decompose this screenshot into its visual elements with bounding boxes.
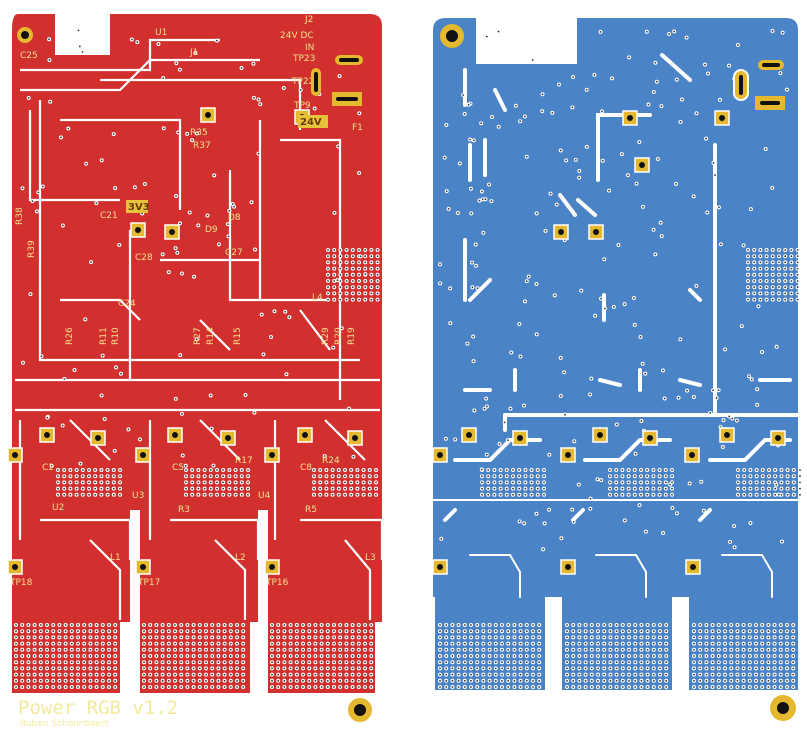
silk-label-u3: U3 <box>132 491 144 501</box>
silk-label-c2: C2 <box>42 463 54 473</box>
silk-label-u1: U1 <box>155 28 167 38</box>
silk-label-l4: L4 <box>312 293 323 303</box>
front-traces <box>15 38 384 620</box>
silk-label-d9: D9 <box>205 225 218 235</box>
silk-label-l1: L1 <box>110 553 121 563</box>
silk-label-r37: R37 <box>193 141 211 151</box>
silk-label-j1: J1 <box>189 48 198 58</box>
silk-label-tp17: TP17 <box>137 578 160 588</box>
silk-label-c21: C21 <box>100 211 118 221</box>
silk-label-r5: R5 <box>305 505 317 515</box>
silk-label-r38: R38 <box>15 207 25 225</box>
silk-label-r35: R35 <box>190 128 208 138</box>
back-copper-layer <box>432 18 802 721</box>
back-test-pads <box>432 110 786 575</box>
board-title: Power RGB v1.2 <box>18 697 178 719</box>
silk-label-r29: R29 <box>321 327 331 345</box>
silk-label-c25: C25 <box>20 51 38 61</box>
silk-label-l3: L3 <box>365 553 376 563</box>
silk-label-c24: C24 <box>118 299 136 309</box>
back-vias <box>438 28 802 689</box>
silk-label-r26: R26 <box>65 327 75 345</box>
silk-label-tp9: TP9 <box>293 101 311 111</box>
silk-label-r10: R10 <box>111 327 121 345</box>
silk-tag-v3v3: 3V3 <box>128 202 150 213</box>
silk-label-r17: R17 <box>235 456 253 466</box>
silk-label-r20: R20 <box>334 327 344 345</box>
silk-tag-v24: 24V <box>300 117 322 128</box>
silk-label-r14: R14 <box>206 327 216 345</box>
silk-label-c5: C5 <box>172 463 184 473</box>
silk-label-r3: R3 <box>178 505 190 515</box>
silk-label-r27: R27 <box>193 327 203 345</box>
silk-label-tp16: TP16 <box>265 578 289 588</box>
silk-label-c28: C28 <box>135 253 153 263</box>
silk-label-tp23: TP23 <box>292 54 315 64</box>
board-author: Ruben Schoonbaert <box>20 719 109 729</box>
silk-label-r11: R11 <box>99 327 109 345</box>
silk-label-f1: F1 <box>352 123 363 133</box>
silk-label-power_in2: IN <box>305 43 314 53</box>
silk-label-l2: L2 <box>235 553 246 563</box>
silk-label-d8: D8 <box>228 213 241 223</box>
silk-label-u2: U2 <box>52 503 64 513</box>
silk-label-r24: R24 <box>322 456 340 466</box>
silk-label-power_in: 24V DC <box>280 31 314 41</box>
silk-label-tp22: TP22 <box>291 77 314 87</box>
silk-label-tp18: TP18 <box>9 578 33 588</box>
silk-label-r19: R19 <box>347 327 357 345</box>
silk-label-j2: J2 <box>304 15 313 25</box>
silk-label-c8: C8 <box>300 463 312 473</box>
silk-label-u4: U4 <box>258 491 271 501</box>
silk-label-r15: R15 <box>233 327 243 345</box>
front-vias <box>14 28 380 689</box>
front-copper-pour <box>12 14 382 693</box>
silk-label-c27: C27 <box>225 248 243 258</box>
silk-label-r39: R39 <box>27 240 37 258</box>
